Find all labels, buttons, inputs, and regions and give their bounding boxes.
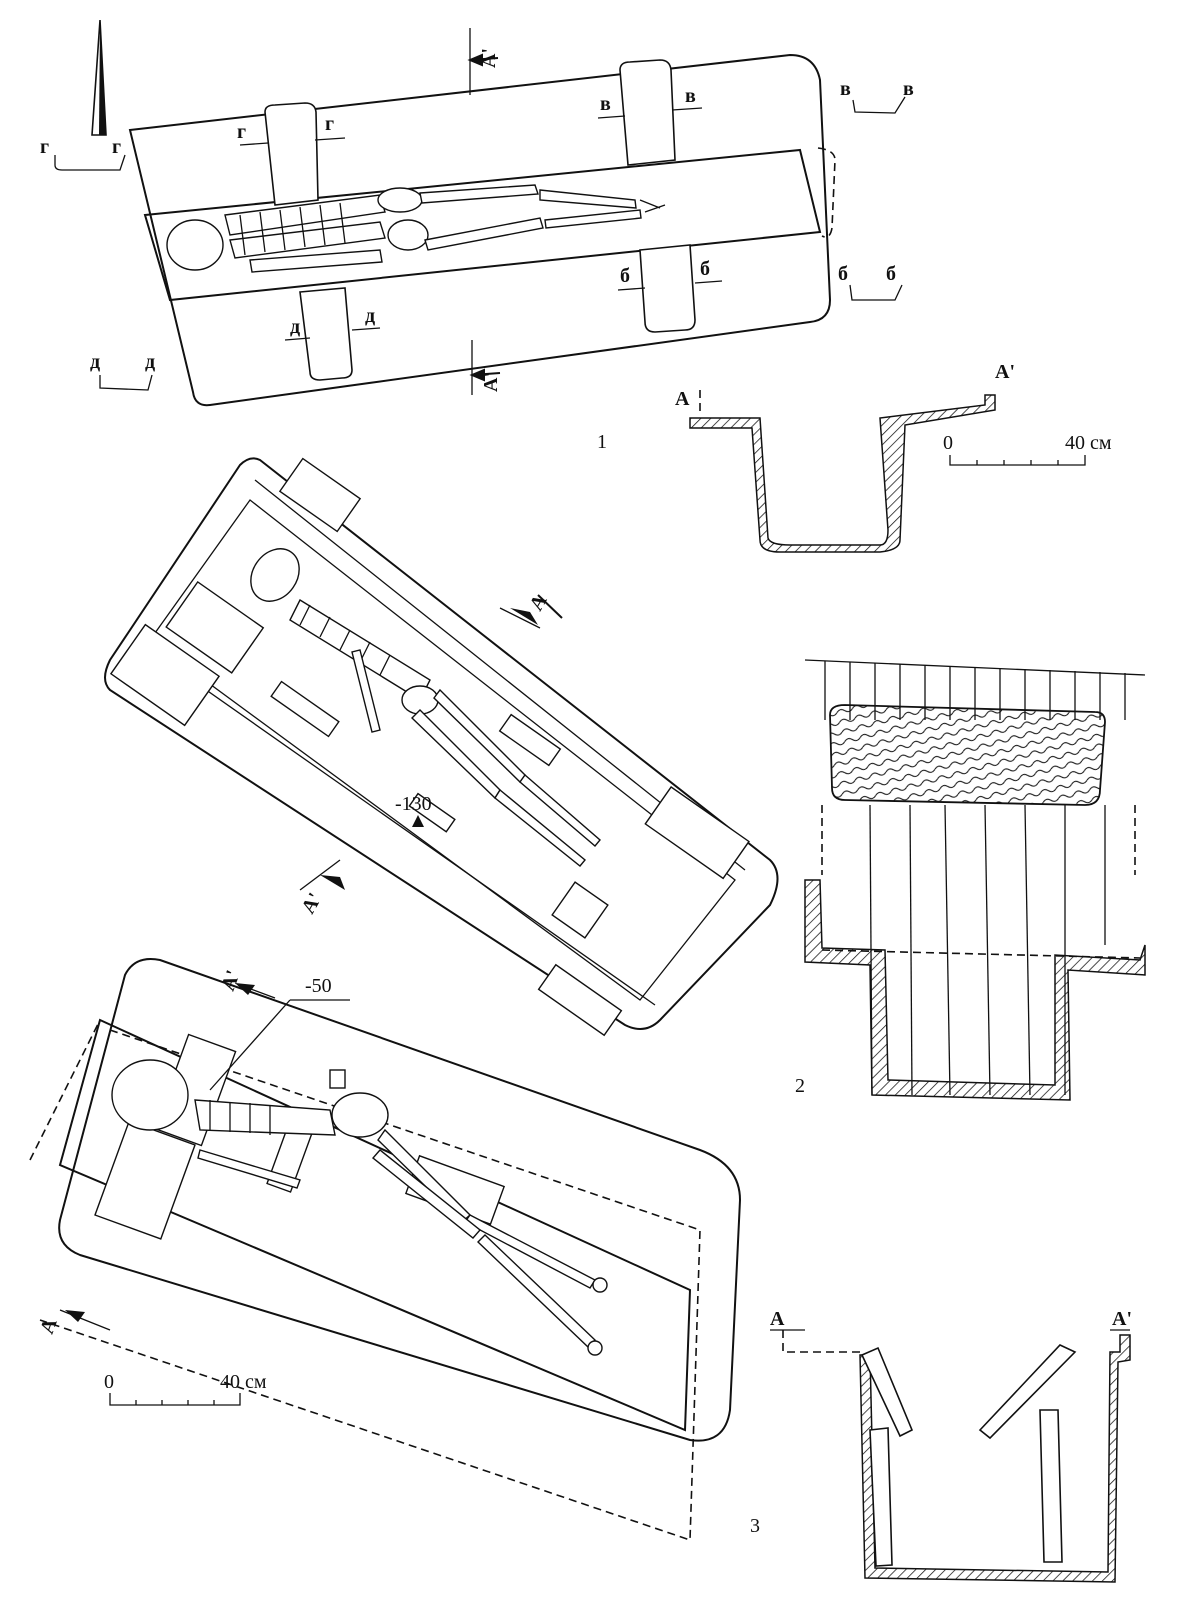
plan-label-a: А [525,591,552,615]
marker-label: б [838,263,848,285]
marker-label: в [903,78,914,100]
marker-label: в [840,78,851,100]
scale-zero: 0 [943,432,953,454]
grave-plan-3: -50 А' А 0 40 см 3 [29,958,760,1542]
section-3: А А' [770,1308,1132,1583]
plan-label-a-prime: А' [297,889,326,917]
scale-bar-1: 0 40 см [943,432,1112,466]
skeleton-2 [250,548,601,867]
figure-number: 1 [597,431,607,453]
plan-label: в [600,93,611,115]
section-marker-v: в в [840,78,914,114]
depth-label: -130 [395,793,432,815]
plan-label: б [620,265,630,287]
grave-plan-1: г г в в б б д д А' А' [128,28,836,407]
section-label-a-prime: А' [995,361,1015,383]
scale-end: 40 см [1065,432,1112,454]
marker-label: д [90,351,100,373]
plan-label: г [237,121,246,143]
figure-number: 3 [750,1515,760,1537]
section-1: А А' 1 0 40 см [597,361,1112,553]
plan-label: д [290,316,300,338]
north-arrow-icon [91,19,107,136]
depth-label: -50 [305,975,332,997]
marker-label: г [112,136,121,158]
plan-label-a-prime: А' [480,372,502,392]
skeleton-3 [111,1059,608,1356]
section-label-a-prime: А' [1112,1308,1132,1330]
plan-label: г [325,113,334,135]
scale-bar-3: 0 40 см [104,1371,267,1406]
section-2: 2 [795,659,1146,1101]
scale-end: 40 см [220,1371,267,1393]
scale-zero: 0 [104,1371,114,1393]
plan-label-a-prime: А' [217,967,245,993]
plan-label: б [700,258,710,280]
section-label-a: А [675,388,690,410]
marker-label: б [886,263,896,285]
figure-number: 2 [795,1075,805,1097]
plan-label-a: А [36,1315,62,1337]
section-marker-b: б б [838,263,903,301]
plan-label: в [685,85,696,107]
marker-label: д [145,351,155,373]
section-marker-d: д д [90,351,155,391]
section-marker-g: г г [40,136,126,171]
section-label-a: А [770,1308,785,1330]
skeleton-1 [166,184,666,273]
plan-label: д [365,305,375,327]
grave-plan-2: -130 А А' [104,457,779,1037]
plan-label-a-prime: А' [478,48,500,68]
marker-label: г [40,136,49,158]
